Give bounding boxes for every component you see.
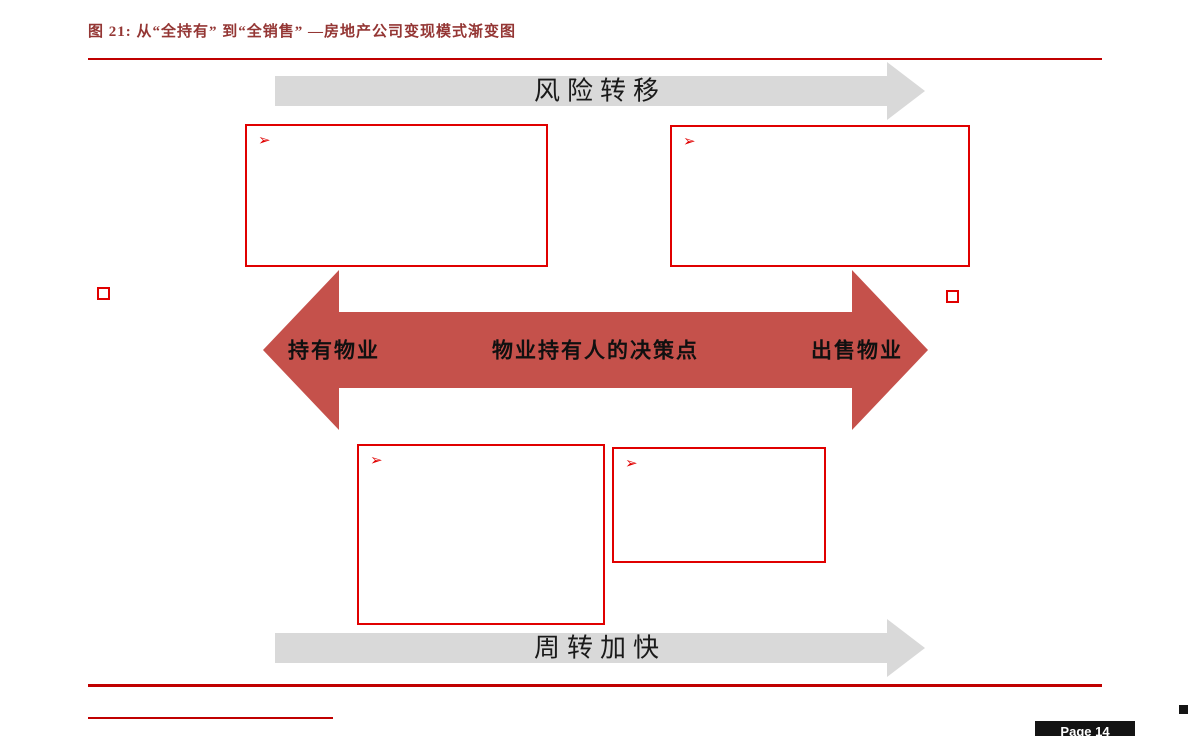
risk-transfer-arrow: 风险转移 — [275, 62, 925, 120]
right-end-marker — [946, 290, 959, 303]
footnote-rule — [88, 717, 333, 719]
arrow-bullet-icon: ➢ — [370, 451, 383, 469]
top-rule — [88, 58, 1102, 60]
right-arrow-polygon — [275, 62, 925, 120]
turnover-label: 周转加快 — [533, 633, 666, 663]
right-arrow-shape — [275, 62, 925, 120]
info-box-top-left: ➢ — [245, 124, 548, 267]
info-box-bottom-right: ➢ — [612, 447, 826, 563]
turnover-arrow: 周转加快 — [275, 619, 925, 677]
decision-spectrum-arrow: 持有物业 物业持有人的决策点 出售物业 — [263, 270, 928, 430]
arrow-bullet-icon: ➢ — [683, 132, 696, 150]
double-arrow-polygon — [263, 270, 928, 430]
info-box-bottom-left: ➢ — [357, 444, 605, 625]
decision-point-label: 物业持有人的决策点 — [492, 338, 699, 363]
info-box-top-right: ➢ — [670, 125, 970, 267]
risk-transfer-label: 风险转移 — [533, 76, 666, 106]
page-badge: Page 14 — [1035, 721, 1135, 736]
left-end-marker — [97, 287, 110, 300]
double-arrow-shape — [263, 270, 928, 430]
arrow-bullet-icon: ➢ — [625, 454, 638, 472]
right-arrow-polygon — [275, 619, 925, 677]
sell-property-label: 出售物业 — [811, 338, 903, 363]
bottom-rule — [88, 684, 1102, 687]
figure-title: 图 21: 从“全持有” 到“全销售” —房地产公司变现模式渐变图 — [88, 24, 516, 40]
right-arrow-shape — [275, 619, 925, 677]
arrow-bullet-icon: ➢ — [258, 131, 271, 149]
hold-property-label: 持有物业 — [288, 338, 380, 363]
corner-mark — [1179, 705, 1188, 714]
